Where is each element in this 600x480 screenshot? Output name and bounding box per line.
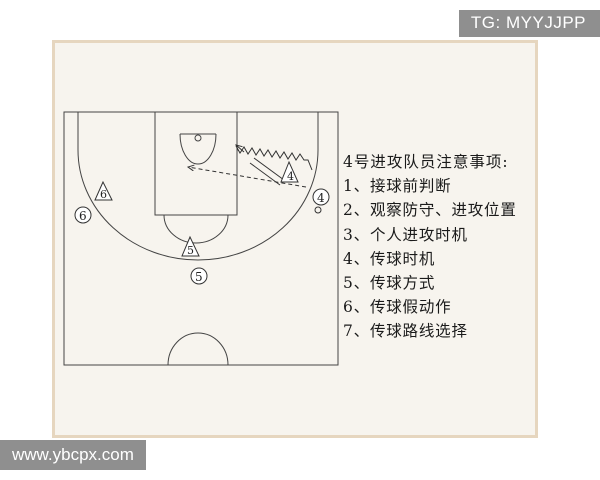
player-6-circle <box>74 206 92 224</box>
paint-lane <box>154 111 238 216</box>
cut-line-2 <box>249 162 281 186</box>
pass-line <box>188 167 307 188</box>
notes-item: 3、个人进攻时机 <box>343 225 468 244</box>
court-boundary <box>63 111 339 366</box>
center-circle <box>167 332 229 366</box>
free-throw-circle <box>163 214 229 244</box>
attack-notes: 4号进攻队员注意事项: 1、接球前判断 2、观察防守、进攻位置 3、个人进攻时机… <box>343 150 517 344</box>
player-4-circle <box>312 188 330 206</box>
notes-item: 7、传球路线选择 <box>343 322 468 341</box>
ball-marker <box>314 206 322 214</box>
player-6-triangle-label: 6 <box>100 188 107 201</box>
site-watermark: www.ybcpx.com <box>0 440 146 470</box>
three-point-line <box>77 112 319 261</box>
tg-watermark: TG: MYYJJPP <box>458 10 600 37</box>
restricted-arc <box>179 133 217 165</box>
player-4-triangle <box>280 160 299 183</box>
player-5-triangle <box>181 235 200 257</box>
notes-item: 4、传球时机 <box>343 249 436 268</box>
notes-title: 4号进攻队员注意事项: <box>343 153 509 171</box>
rim <box>194 134 202 142</box>
notes-item: 1、接球前判断 <box>343 177 452 196</box>
player-4-circle-label: 4 <box>317 191 325 205</box>
notes-item: 5、传球方式 <box>343 274 436 293</box>
diagram-frame <box>52 40 538 438</box>
notes-item: 6、传球假动作 <box>343 298 452 317</box>
dribble-arrow-start <box>236 145 245 153</box>
player-4-triangle-label: 4 <box>287 170 294 183</box>
player-5-circle <box>190 267 208 285</box>
player-5-triangle-label: 5 <box>187 244 194 257</box>
player-6-circle-label: 6 <box>79 209 87 223</box>
cut-line <box>253 157 285 181</box>
player-6-triangle <box>94 180 113 201</box>
dribble-path <box>235 145 313 171</box>
notes-item: 2、观察防守、进攻位置 <box>343 201 517 220</box>
player-5-circle-label: 5 <box>195 270 203 284</box>
